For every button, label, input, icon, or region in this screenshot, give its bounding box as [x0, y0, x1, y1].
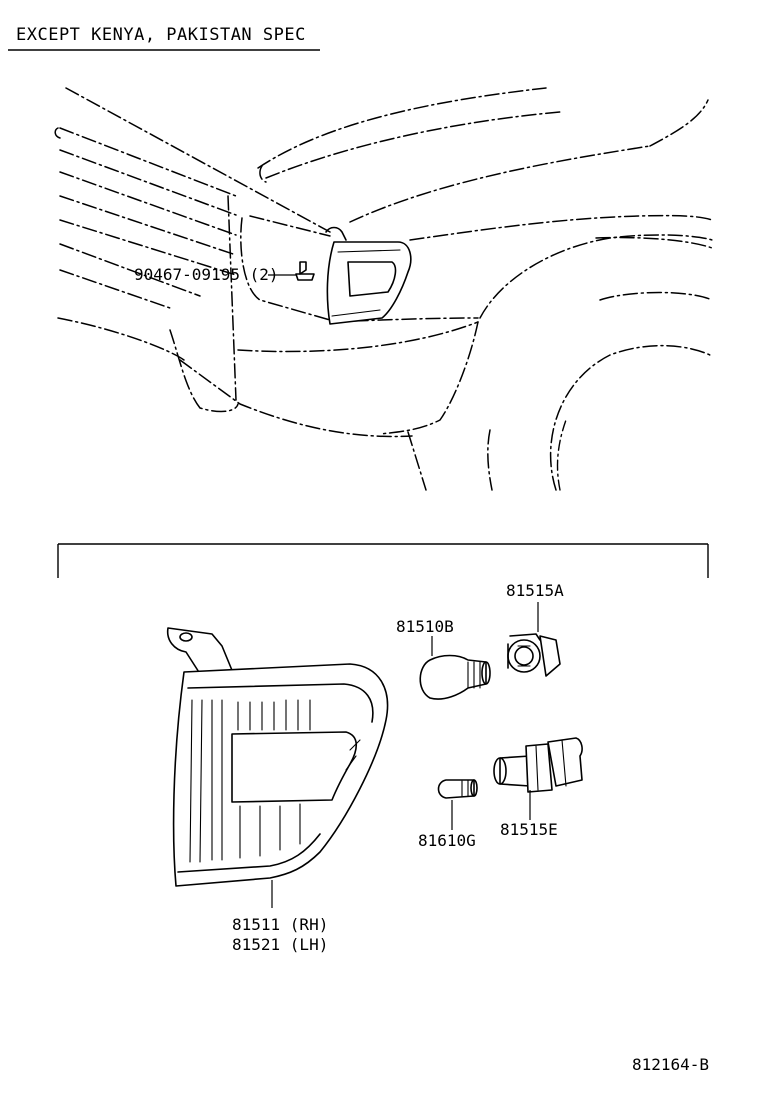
- part-label-socket-a: 81515A: [506, 581, 564, 600]
- clip-icon: [268, 261, 315, 281]
- corner-lamp-assembly: [166, 627, 389, 887]
- part-label-socket-e: 81515E: [500, 820, 558, 839]
- corner-lamp-installed: [325, 226, 412, 325]
- part-label-bulb-large: 81510B: [396, 617, 454, 636]
- diagram-code: 812164-B: [632, 1055, 709, 1074]
- part-label-bulb-small: 81610G: [418, 831, 476, 850]
- bulb-small-icon: [437, 779, 478, 799]
- part-label-clip: 90467-09195 (2): [134, 265, 279, 284]
- vehicle-outline: [54, 87, 713, 491]
- diagram-title: EXCEPT KENYA, PAKISTAN SPEC: [16, 25, 306, 45]
- bulb-large-icon: [419, 654, 491, 700]
- part-label-lamp-rh: 81511 (RH): [232, 915, 328, 934]
- part-label-lamp-lh: 81521 (LH): [232, 935, 328, 954]
- socket-a-icon: [507, 633, 561, 677]
- socket-e-icon: [493, 737, 583, 793]
- parts-bracket: [57, 543, 709, 578]
